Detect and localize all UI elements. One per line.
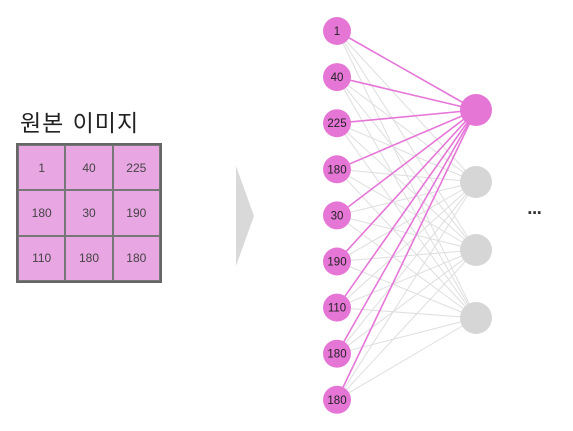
connection-active — [336, 76, 477, 111]
connection-inactive — [336, 317, 477, 401]
input-node — [323, 385, 351, 414]
connection-active — [336, 109, 477, 171]
connection-inactive — [336, 76, 477, 319]
input-node — [323, 339, 351, 368]
input-node — [323, 109, 351, 138]
connection-active — [336, 30, 477, 111]
input-node-label: 180 — [327, 164, 346, 176]
hidden-node — [460, 234, 492, 266]
input-node-label: 40 — [331, 72, 344, 84]
connection-active — [336, 109, 477, 263]
input-node-label: 1 — [334, 26, 340, 38]
pixel-grid: 1 40 225 180 30 190 110 180 180 — [16, 143, 162, 283]
connection-inactive — [336, 181, 477, 216]
connection-active — [336, 109, 477, 124]
connection-active — [336, 109, 477, 309]
connection-inactive — [336, 307, 477, 319]
hidden-node-active — [460, 94, 492, 126]
connection-inactive — [336, 168, 477, 319]
connection-inactive — [336, 122, 477, 319]
connection-inactive — [336, 317, 477, 355]
input-node — [323, 201, 351, 230]
pixel-cell: 190 — [112, 190, 160, 236]
connection-inactive — [336, 249, 477, 355]
connection-inactive — [336, 122, 477, 183]
input-node — [323, 17, 351, 45]
input-layer: 1 40 225 180 30 190 110 180 180 — [323, 17, 351, 414]
connection-inactive — [336, 168, 477, 183]
input-node-label: 190 — [327, 257, 346, 269]
connection-inactive — [336, 30, 477, 183]
pixel-cell: 180 — [65, 235, 113, 281]
pixel-cell: 225 — [112, 145, 160, 191]
pixel-cell: 40 — [65, 145, 113, 191]
input-node — [323, 63, 351, 92]
ellipsis: ... — [527, 200, 542, 218]
pixel-cell: 30 — [65, 190, 113, 236]
hidden-layer — [460, 94, 492, 334]
connection-inactive — [336, 181, 477, 355]
input-node — [323, 155, 351, 184]
connection-inactive — [336, 30, 477, 319]
connection-inactive — [336, 76, 477, 183]
connection-inactive — [336, 181, 477, 401]
connection-inactive — [336, 181, 477, 308]
input-node — [323, 293, 351, 322]
connection-active — [336, 109, 477, 355]
connection-inactive — [336, 249, 477, 401]
connection-inactive — [336, 181, 477, 262]
original-image-title: 원본 이미지 — [20, 111, 140, 137]
input-node-label: 30 — [331, 210, 344, 222]
pixel-cell: 110 — [18, 235, 66, 281]
input-node-label: 110 — [328, 303, 346, 315]
connection-inactive — [336, 261, 477, 319]
input-node — [323, 247, 351, 276]
arrow-icon — [236, 166, 254, 266]
connections — [336, 30, 477, 401]
connection-inactive — [336, 214, 477, 319]
arrow-shape — [236, 166, 254, 266]
pixel-cell: 180 — [112, 235, 160, 281]
connection-active — [336, 109, 477, 217]
input-node-label: 225 — [327, 118, 346, 130]
pixel-cell: 180 — [18, 190, 66, 236]
pixel-cell: 1 — [18, 145, 66, 191]
connection-active — [336, 109, 477, 401]
input-node-label: 180 — [327, 349, 346, 361]
hidden-node — [460, 302, 492, 334]
hidden-node — [460, 166, 492, 198]
input-node-label: 180 — [327, 395, 346, 407]
connection-inactive — [336, 249, 477, 309]
